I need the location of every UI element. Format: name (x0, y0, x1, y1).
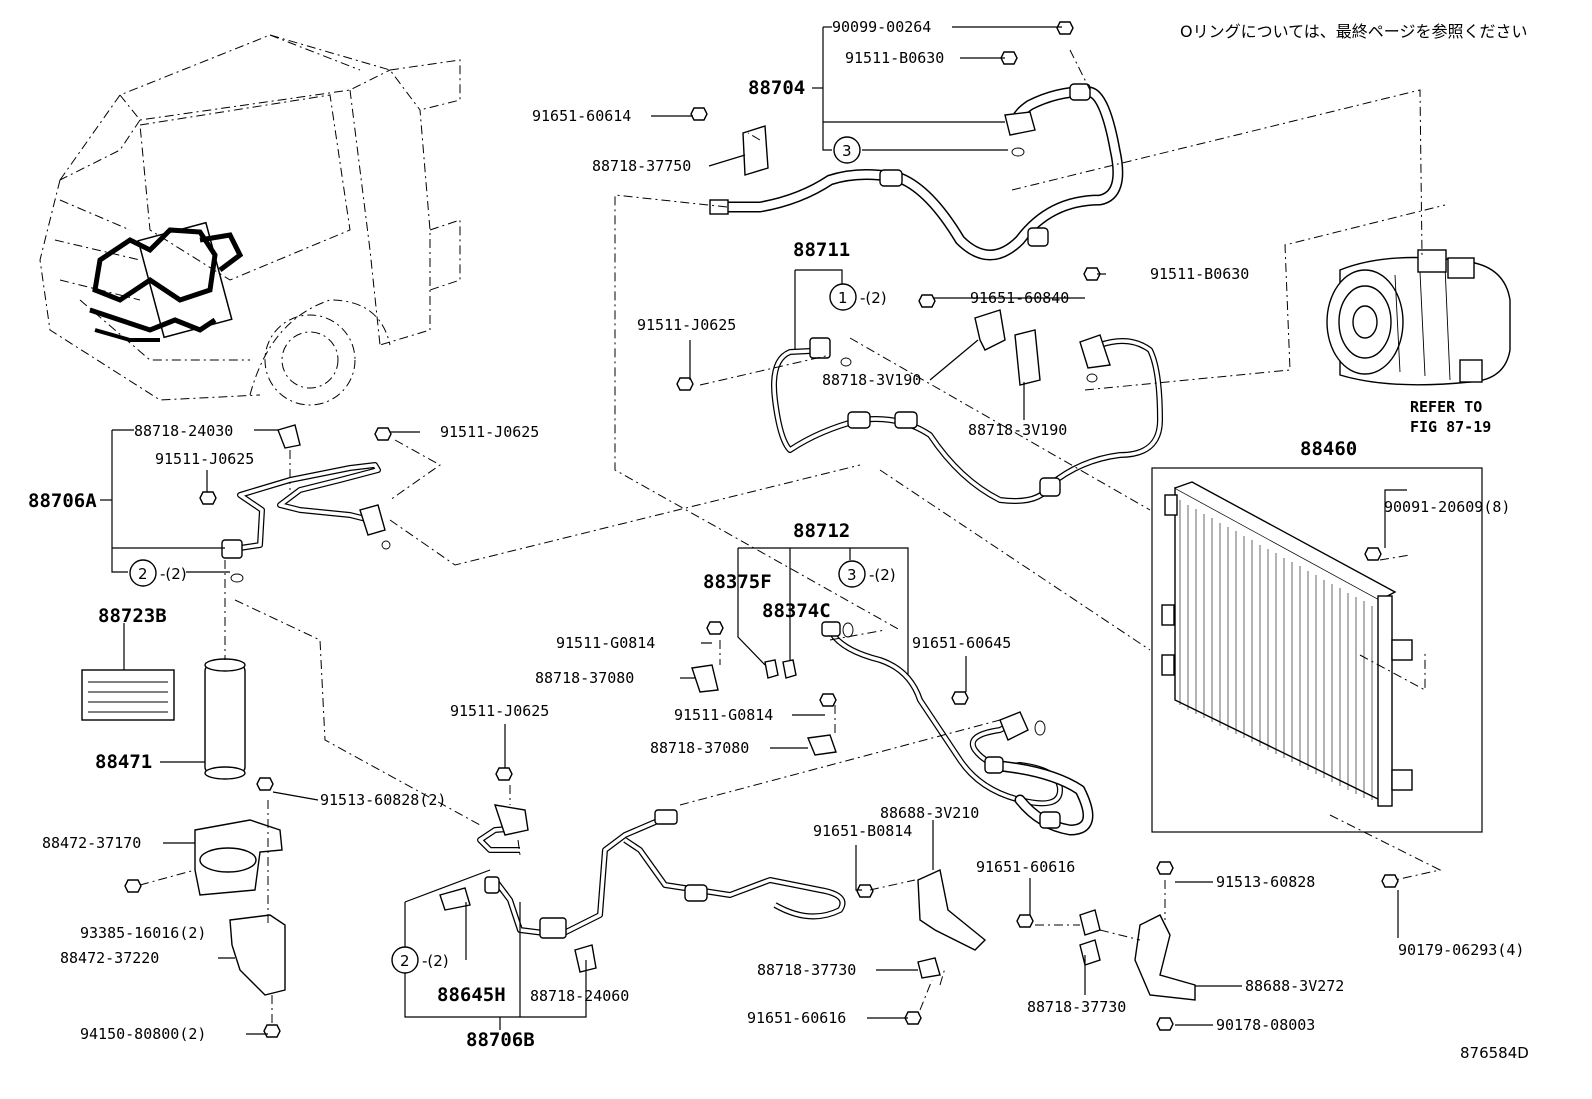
label-88712[interactable]: 88712 (793, 520, 850, 542)
circle-ref-1: 1 -(2) (829, 283, 887, 311)
part-88374c (782, 659, 797, 679)
label-88375f[interactable]: 88375F (703, 571, 772, 593)
label-91511-j0625-a[interactable]: 91511-J0625 (637, 316, 736, 334)
clamp-88718-37730 (917, 957, 941, 979)
circle-ref-3-mid: 3 -(2) (838, 560, 896, 588)
label-88718-37730-a[interactable]: 88718-37730 (757, 961, 856, 979)
label-88718-37750[interactable]: 88718-37750 (592, 157, 691, 175)
label-91511-b0630-a[interactable]: 91511-B0630 (845, 49, 944, 67)
label-91511-j0625-b[interactable]: 91511-J0625 (440, 423, 539, 441)
label-88723b[interactable]: 88723B (98, 605, 167, 627)
compressor (1326, 249, 1511, 386)
bracket-88472 (194, 819, 286, 996)
bracket-88688-3v210 (917, 868, 987, 951)
label-91651-60840[interactable]: 91651-60840 (970, 289, 1069, 307)
label-91513-60828-2[interactable]: 91513-60828(2) (320, 791, 446, 809)
label-88688-3v272[interactable]: 88688-3V272 (1245, 977, 1344, 995)
oring-note: Oリングについては、最終ページを参照ください (1180, 22, 1527, 41)
refer-line-2: FIG 87-19 (1410, 418, 1491, 436)
clamp-88718-37080-b (807, 734, 837, 756)
condenser-box (1151, 467, 1483, 881)
bracket-88688-3v272 (1134, 914, 1196, 1001)
label-90178-08003[interactable]: 90178-08003 (1216, 1016, 1315, 1034)
label-88472-37220[interactable]: 88472-37220 (60, 949, 159, 967)
label-88718-37080-a[interactable]: 88718-37080 (535, 669, 634, 687)
bracket-3v190-b (1014, 329, 1041, 386)
label-88718-3v190-a[interactable]: 88718-3V190 (822, 371, 921, 389)
circle-3-mid-number: 3 (847, 566, 857, 584)
label-88718-24030[interactable]: 88718-24030 (134, 422, 233, 440)
part-labels: 90099-00264 91511-B0630 88704 91651-6061… (28, 18, 1524, 1051)
label-88718-24060[interactable]: 88718-24060 (530, 987, 629, 1005)
circle-ref-3-top: 3 (833, 136, 861, 164)
label-91651-60616-a[interactable]: 91651-60616 (976, 858, 1075, 876)
label-91513-60828[interactable]: 91513-60828 (1216, 873, 1315, 891)
label-88723b (81, 669, 175, 721)
label-88472-37170[interactable]: 88472-37170 (42, 834, 141, 852)
label-91651-60616-b[interactable]: 91651-60616 (747, 1009, 846, 1027)
label-90099-00264[interactable]: 90099-00264 (832, 18, 931, 36)
clamps-88718-37730 (1079, 909, 1101, 966)
label-91511-j0625-c[interactable]: 91511-J0625 (155, 450, 254, 468)
label-88645h[interactable]: 88645H (437, 984, 506, 1006)
truck-illustration (39, 34, 461, 406)
label-88688-3v210[interactable]: 88688-3V210 (880, 804, 979, 822)
leader-lines (100, 26, 1407, 1035)
label-88460[interactable]: 88460 (1300, 438, 1357, 460)
pipe-88712 (821, 621, 1094, 836)
bolts (124, 21, 1399, 1038)
clamp-88718-37080-a (691, 664, 719, 693)
label-88718-37730-b[interactable]: 88718-37730 (1027, 998, 1126, 1016)
label-91511-j0625-d[interactable]: 91511-J0625 (450, 702, 549, 720)
circle-2-bottom-qty: -(2) (422, 952, 449, 970)
receiver-88471 (204, 658, 246, 780)
hose-88711 (771, 334, 1163, 504)
label-88706a[interactable]: 88706A (28, 490, 97, 512)
label-91511-g0814-b[interactable]: 91511-G0814 (674, 706, 773, 724)
circle-1-qty: -(2) (860, 289, 887, 307)
label-88718-37080-b[interactable]: 88718-37080 (650, 739, 749, 757)
bracket-3v190-a (974, 309, 1006, 351)
part-88375f (764, 659, 779, 679)
hose-88704 (709, 83, 1124, 261)
label-90179-06293[interactable]: 90179-06293(4) (1398, 941, 1524, 959)
label-91651-60614[interactable]: 91651-60614 (532, 107, 631, 125)
label-88374c[interactable]: 88374C (762, 600, 831, 622)
circle-3-mid-qty: -(2) (869, 566, 896, 584)
circle-1-number: 1 (838, 289, 848, 307)
circle-2-left-number: 2 (138, 565, 148, 583)
label-88718-3v190-b[interactable]: 88718-3V190 (968, 421, 1067, 439)
label-88706b[interactable]: 88706B (466, 1029, 535, 1051)
label-91651-b0814[interactable]: 91651-B0814 (813, 822, 912, 840)
label-91651-60645[interactable]: 91651-60645 (912, 634, 1011, 652)
label-88704[interactable]: 88704 (748, 77, 805, 99)
pipe-88706a (221, 424, 391, 583)
circle-ref-2-left: 2 -(2) (129, 559, 187, 587)
label-93385-16016[interactable]: 93385-16016(2) (80, 924, 206, 942)
clamp-88718-37750 (742, 125, 769, 176)
label-91511-b0630-b[interactable]: 91511-B0630 (1150, 265, 1249, 283)
label-88471[interactable]: 88471 (95, 751, 152, 773)
label-91511-g0814-a[interactable]: 91511-G0814 (556, 634, 655, 652)
pipe-88706b (439, 804, 846, 973)
oring-3-mid (842, 622, 854, 638)
circle-3-top-number: 3 (842, 142, 852, 160)
circle-2-bottom-number: 2 (400, 952, 410, 970)
circle-ref-2-bottom: 2 -(2) (391, 946, 449, 974)
label-94150-80800[interactable]: 94150-80800(2) (80, 1025, 206, 1043)
refer-line-1: REFER TO (1410, 398, 1482, 416)
alignment-lines (139, 49, 1446, 1025)
circle-2-left-qty: -(2) (160, 565, 187, 583)
label-90091-20609[interactable]: 90091-20609(8) (1384, 498, 1510, 516)
figure-id: 876584D (1460, 1044, 1529, 1062)
label-88711[interactable]: 88711 (793, 239, 850, 261)
